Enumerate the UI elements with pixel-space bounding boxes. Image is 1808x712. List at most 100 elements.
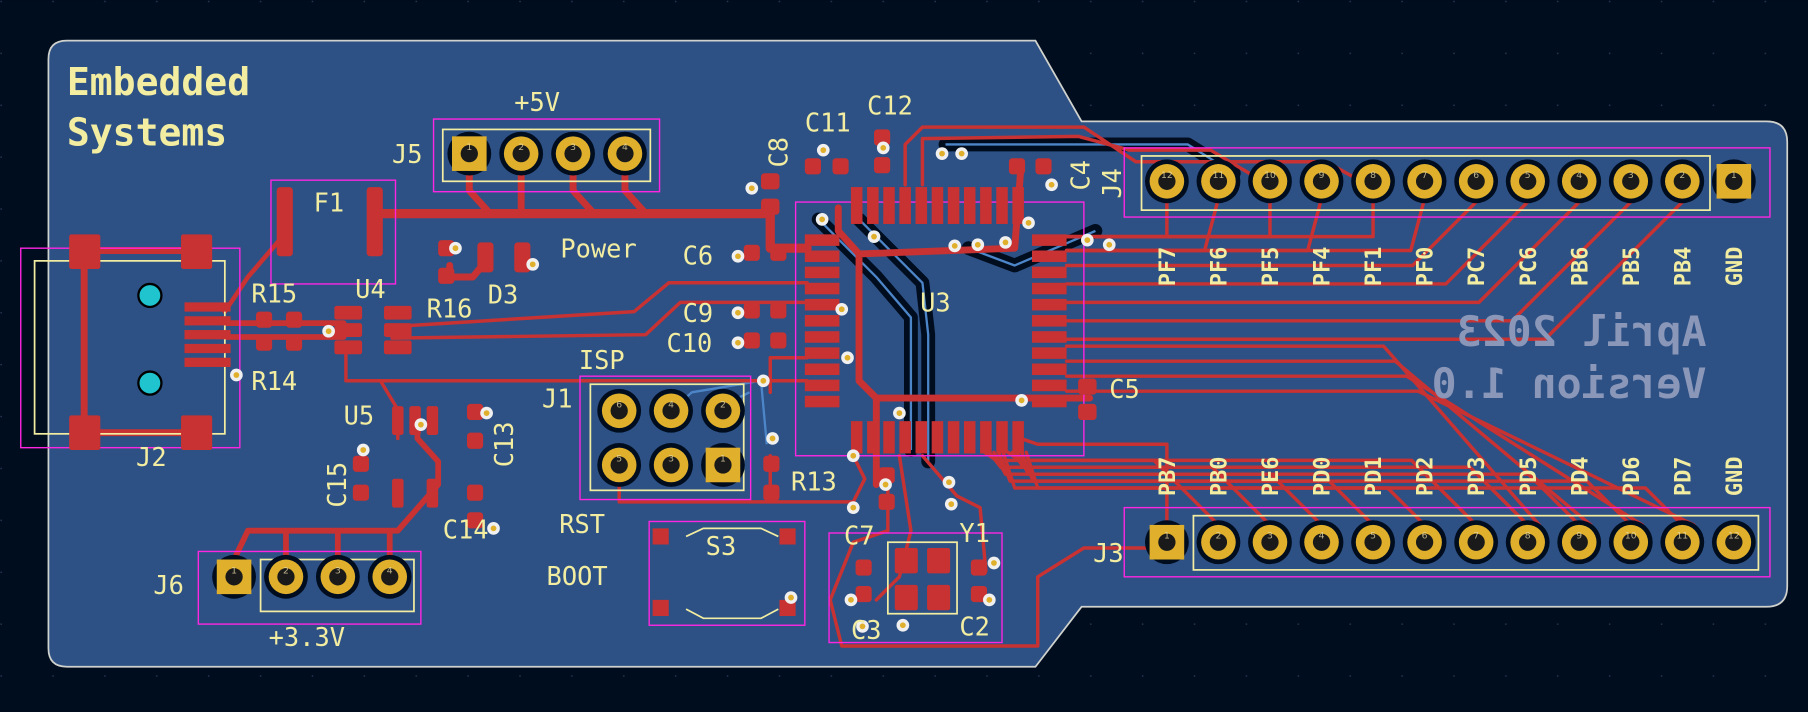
j5-pin-number: 4 [622,142,628,153]
usb-mounting-hole [137,282,163,309]
via-drill [951,243,958,249]
label-c15: C15 [322,462,352,508]
label-y1: Y1 [959,518,990,548]
via-drill [452,245,459,252]
u3-pad [883,187,895,224]
via-drill [939,150,945,157]
j4-drill [1519,172,1537,190]
j3-drill [1725,533,1743,551]
j4-drill [1673,172,1691,190]
j4-pin-number: 3 [1628,170,1634,181]
label-c12: C12 [867,90,913,120]
j3-pin-label: PD2 [1414,457,1439,497]
j3-drill [1570,533,1588,551]
back-silk-date: April 2023 [1457,307,1707,356]
u3-pad [804,363,840,376]
via-drill [1025,219,1032,226]
u3-pad [1031,298,1067,311]
label-c11: C11 [805,108,851,138]
label-c14: C14 [443,515,489,545]
j4-pin-number: 6 [1473,170,1479,181]
u3-pad [850,421,863,454]
j3-pin-label: GND [1723,457,1748,497]
via-drill [882,481,889,488]
label-boot: BOOT [547,561,608,591]
via-drill [735,253,741,260]
j4-pin-number: 10 [1264,170,1276,181]
j3-pin-label: PB0 [1208,457,1233,497]
via-drill [820,147,827,154]
usb-mounting-hole [137,370,163,396]
front-copper-traces [80,125,1696,648]
j3-drill [1673,533,1691,551]
j4-pin-label: PF6 [1208,247,1233,287]
u3-pad [931,187,944,224]
j5-drill [616,144,634,163]
footprint-outlines [20,118,1771,644]
j3-drill [1467,533,1485,551]
j5-drill [564,144,582,163]
j4-pin-number: 11 [1213,170,1225,181]
via-drill [748,185,755,192]
via-drill [850,452,857,459]
u3-pad [996,421,1008,454]
via-drill [896,410,903,416]
j5-pin-number: 3 [570,142,576,153]
j3-drill [1364,533,1382,551]
label-plus33v: +3.3V [269,622,345,652]
j4-pin-label: PF0 [1414,247,1439,287]
trace-j4 [1064,200,1478,268]
trace-j3 [1015,450,1581,527]
j4-drill [1312,172,1331,190]
via-drill [735,309,741,316]
label-c6: C6 [683,240,714,270]
j6-pin-number: 4 [387,565,393,576]
j4-pin-number: 9 [1319,170,1325,181]
u3-pad [804,331,840,343]
label-r14: R14 [251,366,297,396]
u3-pad [804,282,840,295]
u3-pad [804,250,840,263]
u3-pad [804,234,840,246]
via-drill [880,144,887,151]
j4-pin-label: PF1 [1362,247,1387,287]
u3-pad [1031,347,1067,359]
j6-drill [381,568,399,586]
label-plus5v: +5V [514,87,560,117]
label-c3: C3 [851,615,882,645]
via-drill [819,216,826,223]
u3-pad [1031,282,1067,295]
j3-drill [1312,533,1331,551]
j6-drill [225,568,243,586]
via-drill [735,339,741,346]
label-c7: C7 [844,521,875,551]
label-j2: J2 [136,442,167,472]
via-drill [974,241,981,248]
j3-pin-label: PD0 [1311,457,1336,497]
j3-pin-label: PD6 [1620,457,1645,497]
via-drill [899,622,906,629]
j1-pin-number: 6 [616,399,622,410]
u3-pad [1012,187,1024,224]
u3-pad [867,421,879,454]
label-u4: U4 [355,274,386,304]
j3-drill [1209,533,1228,551]
label-r13: R13 [791,466,837,496]
label-c8: C8 [764,137,794,168]
back-silk-version: Version 1.0 [1432,359,1707,408]
j3-pin-label: PD5 [1517,457,1542,497]
u3-pad [915,187,928,224]
label-power: Power [560,233,636,263]
silkscreen-text: Embedded Systems +5V J5 F1 Power C6 R15 … [67,60,1707,652]
via-drill [948,501,955,508]
via-drill [483,410,490,416]
u3-pad [804,379,840,392]
u3-pad [867,187,879,224]
j1-drill [610,456,628,474]
j4-drill [1622,172,1640,190]
j4-drill [1570,172,1588,190]
j1-pin-number: 3 [668,454,674,465]
u3-pad [804,298,840,311]
j6-pin-number: 3 [335,565,341,576]
